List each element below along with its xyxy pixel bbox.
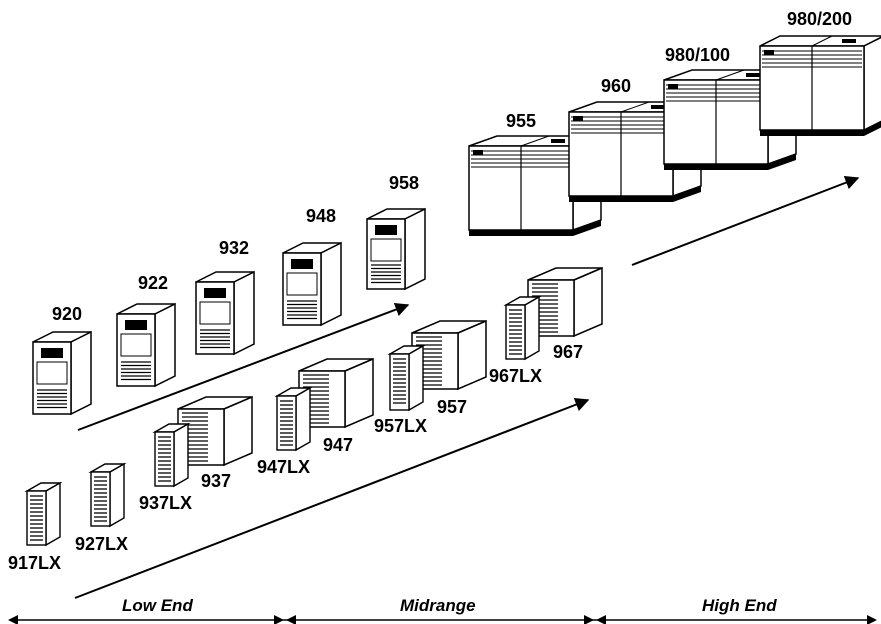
tower-label-948: 948 xyxy=(306,206,336,226)
minitower-927LX xyxy=(91,464,124,526)
mini-label-947LX: 947LX xyxy=(257,457,310,477)
segment-high-end: High End xyxy=(702,596,777,615)
tower-label-922: 922 xyxy=(138,273,168,293)
tower-label-920: 920 xyxy=(52,304,82,324)
mini-label-937LX: 937LX xyxy=(139,493,192,513)
tower-server-932 xyxy=(196,272,254,354)
minitower-937LX xyxy=(155,424,188,486)
tower-server-948 xyxy=(283,243,341,325)
minitower-917LX xyxy=(27,483,60,545)
cabinet-label-980-100: 980/100 xyxy=(665,45,730,65)
tower-server-922 xyxy=(117,304,175,386)
cube-label-937: 937 xyxy=(201,471,231,491)
deskside-unit-937 xyxy=(178,397,252,465)
cube-label-947: 947 xyxy=(323,435,353,455)
segment-axis-right-arrowhead xyxy=(867,615,877,624)
tower-server-958 xyxy=(367,209,425,289)
minitower-967LX xyxy=(506,297,539,359)
segment-midrange: Midrange xyxy=(400,596,476,615)
cabinet-label-980-200: 980/200 xyxy=(787,9,852,29)
segment-axis-left-arrowhead xyxy=(8,615,18,624)
tower-label-958: 958 xyxy=(389,173,419,193)
cabinet-label-955: 955 xyxy=(506,111,536,131)
tower-server-920 xyxy=(33,332,91,414)
minitower-957LX xyxy=(390,346,423,410)
cabinet-980/200 xyxy=(760,36,881,136)
tower-label-932: 932 xyxy=(219,238,249,258)
cube-label-967: 967 xyxy=(553,342,583,362)
cabinet-label-960: 960 xyxy=(601,76,631,96)
mini-label-917LX: 917LX xyxy=(8,553,61,573)
mini-label-927LX: 927LX xyxy=(75,534,128,554)
mini-label-967LX: 967LX xyxy=(489,366,542,386)
mini-label-957LX: 957LX xyxy=(374,416,427,436)
segment-low-end: Low End xyxy=(122,596,193,615)
minitower-947LX xyxy=(277,388,310,450)
cube-label-957: 957 xyxy=(437,397,467,417)
